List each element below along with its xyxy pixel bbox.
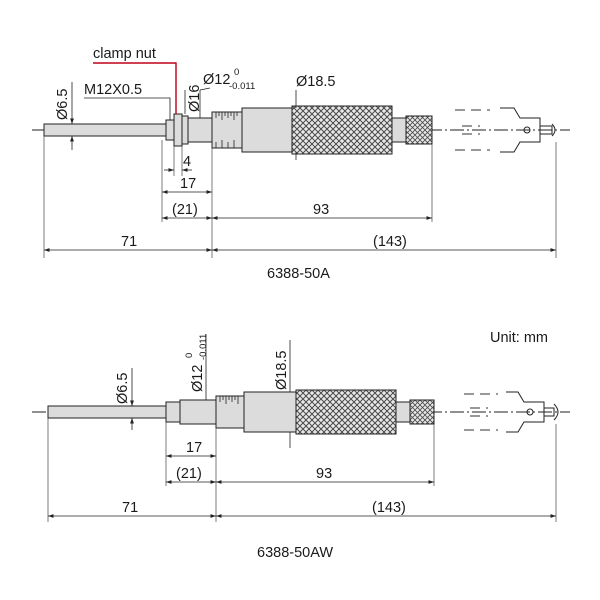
bottom-label-d-stem-upper: 0: [184, 353, 195, 358]
top-extension-dash: [455, 109, 490, 151]
bottom-knurl: [295, 389, 397, 435]
top-clamp-nut: [173, 113, 183, 147]
bottom-extension-dash: [464, 393, 498, 431]
top-sleeve-graduations: [215, 112, 238, 148]
bottom-ratchet-neck: [395, 401, 411, 423]
unit-label: Unit: mm: [490, 330, 548, 346]
bottom-sleeve: [215, 395, 245, 429]
top-dim-143: (143): [373, 234, 407, 250]
top-collar: [181, 115, 189, 145]
top-knurl: [291, 105, 393, 155]
bottom-sleeve-graduations: [219, 396, 239, 404]
bottom-dim-71: 71: [122, 500, 138, 516]
bottom-label-d-stem-lower: -0.011: [198, 334, 209, 360]
clamp-nut-leader: [93, 62, 177, 114]
top-stem: [187, 117, 213, 143]
bottom-end-tip: [544, 403, 559, 421]
top-thimble: [241, 107, 293, 153]
bottom-drawing: Unit: mm Ø6.5: [32, 330, 570, 561]
top-label-d-stem-upper: 0: [234, 67, 239, 78]
top-dim-71: 71: [121, 234, 137, 250]
bottom-dim-21: (21): [176, 466, 202, 482]
bottom-label-d-thimble: Ø18.5: [274, 351, 290, 391]
top-end-fitting: [500, 107, 541, 153]
top-dim-17: 17: [180, 176, 196, 192]
top-dim-4: 4: [183, 154, 191, 170]
bottom-dim-17: 17: [186, 440, 202, 456]
bottom-spindle: [47, 405, 167, 419]
bottom-dim-93: 93: [316, 466, 332, 482]
bottom-ratchet-knurl: [409, 399, 435, 425]
clamp-nut-label: clamp nut: [93, 46, 156, 62]
bottom-label-d-spindle: Ø6.5: [115, 373, 131, 404]
bottom-label-d-stem: Ø12: [190, 365, 206, 392]
top-ratchet-knurl: [405, 115, 433, 145]
top-thread: [165, 119, 175, 141]
top-dim-93: 93: [313, 202, 329, 218]
top-model-label: 6388-50A: [267, 266, 330, 282]
top-spindle: [43, 123, 167, 137]
top-ratchet-neck: [391, 117, 407, 143]
top-label-d-stem-lower: -0.011: [229, 81, 255, 92]
top-end-tip: [540, 123, 556, 137]
top-label-d-stem: Ø12: [203, 72, 230, 88]
thread-label: M12X0.5: [84, 82, 142, 98]
bottom-end-fitting: [506, 391, 545, 433]
bottom-end-hole: [526, 408, 534, 416]
top-label-d-thimble: Ø18.5: [296, 74, 336, 90]
top-label-d-collar: Ø16: [187, 85, 203, 112]
top-label-d-spindle: Ø6.5: [55, 89, 71, 120]
top-dim-21: (21): [172, 202, 198, 218]
top-drawing: Ø6.5 clamp nut M12X0.5 Ø16 Ø12 0 -0.011 …: [32, 46, 570, 282]
thread-leader: [84, 97, 171, 120]
top-sleeve: [211, 111, 243, 149]
bottom-thimble: [243, 391, 297, 433]
bottom-dim-143: (143): [372, 500, 406, 516]
top-end-hole: [523, 126, 531, 134]
bottom-model-label: 6388-50AW: [257, 545, 333, 561]
bottom-stem: [179, 399, 217, 425]
bottom-stem-front: [165, 401, 181, 423]
